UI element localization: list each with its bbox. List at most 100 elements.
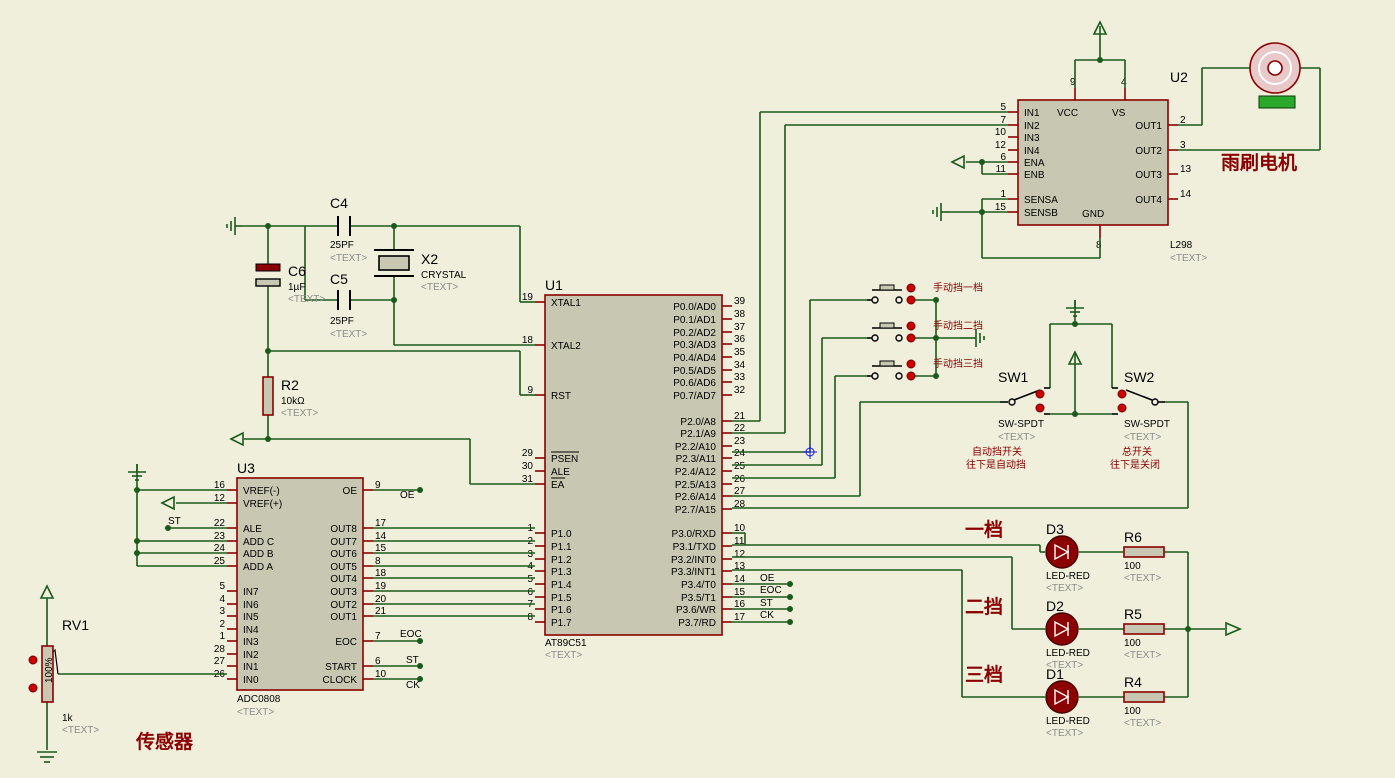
u1-pin-label: P0.5/AD5 — [673, 366, 716, 377]
u1-pin-label: P2.1/A9 — [680, 429, 716, 440]
crystal-x2[interactable]: X2 CRYSTAL <TEXT> — [374, 249, 467, 293]
u1-pin-label: RST — [551, 391, 571, 402]
u2-vcc-label: VCC — [1057, 108, 1078, 119]
u2-pin-label: ENA — [1024, 158, 1045, 169]
u3-pin-number: 17 — [375, 518, 387, 529]
u1-pin-label: P1.6 — [551, 605, 572, 616]
u1-right-pins: P0.0/AD039P0.1/AD138P0.2/AD237P0.3/AD336… — [671, 296, 746, 629]
u2-pin-label: SENSA — [1024, 195, 1058, 206]
u1-pin-label: P3.7/RD — [678, 618, 716, 629]
c4-ref: C4 — [330, 195, 348, 211]
u2-pin-label: OUT4 — [1135, 195, 1162, 206]
u1-text: <TEXT> — [545, 650, 582, 661]
u1-pin-number: 5 — [527, 574, 533, 585]
u2-pin-number: 11 — [996, 164, 1007, 175]
u3-pin-number: 4 — [219, 594, 225, 605]
net-ck-mcu: CK — [760, 610, 774, 621]
u3-pin-label: IN6 — [243, 600, 259, 611]
switch-sw1[interactable]: SW1 SW-SPDT <TEXT> 自动挡开关 往下是自动挡 — [966, 369, 1050, 471]
u1-pin-label: P3.3/INT1 — [671, 567, 716, 578]
led-ref: D1 — [1046, 666, 1064, 682]
u1-pin-number: 10 — [734, 523, 746, 534]
capacitor-c6[interactable]: C6 1µF <TEXT> — [255, 263, 325, 305]
u3-pin-label: ADD C — [243, 537, 274, 548]
power-arrow-icon — [39, 584, 55, 599]
u3-adc[interactable]: U3 ADC0808 <TEXT> VREF(-)16VREF(+)12ALE2… — [214, 460, 387, 718]
u3-pin-number: 16 — [214, 480, 226, 491]
sw2-text: <TEXT> — [1124, 432, 1161, 443]
led-text: <TEXT> — [1046, 660, 1083, 671]
u2-pin-number: 7 — [1000, 115, 1006, 126]
u3-pin-label: ALE — [243, 524, 262, 535]
push-button-3[interactable]: 手动挡三挡 — [867, 357, 983, 381]
u3-pin-label: OUT2 — [330, 600, 357, 611]
u2-pin-number: 5 — [1000, 102, 1006, 113]
capacitor-c5[interactable]: C5 25PF <TEXT> — [330, 271, 367, 340]
sw1-val: SW-SPDT — [998, 419, 1044, 430]
resistor-val: 100 — [1124, 561, 1141, 572]
u1-pin-label: P2.2/A10 — [675, 442, 717, 453]
u3-pin-label: IN3 — [243, 637, 259, 648]
u2-pin-number: 14 — [1180, 189, 1192, 200]
u1-pin-label: XTAL1 — [551, 298, 581, 309]
push-button-2[interactable]: 手动挡二挡 — [867, 319, 983, 343]
sw1-ref: SW1 — [998, 369, 1029, 385]
u3-pin-number: 3 — [219, 606, 225, 617]
net-st-mcu: ST — [760, 598, 773, 609]
motor-icon[interactable] — [1249, 42, 1301, 109]
u1-pin-number: 14 — [734, 574, 746, 585]
u1-pin-label: P1.1 — [551, 542, 572, 553]
rv1-ref: RV1 — [62, 617, 89, 633]
c4-text: <TEXT> — [330, 253, 367, 264]
u2-pin-number: 13 — [1180, 164, 1192, 175]
u3-pin-label: IN2 — [243, 650, 259, 661]
u2-pin-number: 1 — [1000, 189, 1006, 200]
u3-pin-number: 23 — [214, 531, 226, 542]
u1-pin-number: 24 — [734, 448, 746, 459]
u1-pin-label: PSEN — [551, 454, 578, 465]
u1-pin-number: 28 — [734, 499, 746, 510]
u2-motor-driver[interactable]: U2 L298 <TEXT> IN15IN27IN310IN412ENA6ENB… — [995, 69, 1208, 264]
u3-pin-label: VREF(-) — [243, 486, 280, 497]
u1-pin-number: 15 — [734, 587, 746, 598]
u1-pin-number: 29 — [522, 448, 534, 459]
led-gear-label: 二挡 — [965, 596, 1003, 618]
u3-pin-number: 1 — [219, 631, 225, 642]
led-ref: D3 — [1046, 521, 1064, 537]
capacitor-c4[interactable]: C4 25PF <TEXT> — [330, 195, 367, 264]
u3-pin-label: IN7 — [243, 587, 259, 598]
u1-microcontroller[interactable]: U1 AT89C51 <TEXT> XTAL119XTAL218RST9PSEN… — [522, 277, 746, 661]
u1-pin-number: 26 — [734, 474, 746, 485]
u1-pin-number: 36 — [734, 334, 746, 345]
led-text: <TEXT> — [1046, 583, 1083, 594]
u3-pin-number: 5 — [219, 581, 225, 592]
net-ck-adc: CK — [406, 680, 420, 691]
resistor-ref: R5 — [1124, 606, 1142, 622]
u3-pin-label: OUT6 — [330, 549, 357, 560]
u1-pin-label: P2.4/A12 — [675, 467, 717, 478]
sw2-val: SW-SPDT — [1124, 419, 1170, 430]
led-val: LED-RED — [1046, 716, 1090, 727]
u1-pin-label: P0.1/AD1 — [673, 315, 716, 326]
u3-pin-number: 9 — [375, 480, 381, 491]
u1-ref: U1 — [545, 277, 563, 293]
u3-pin-label: OUT7 — [330, 537, 357, 548]
switch-sw2[interactable]: SW2 SW-SPDT <TEXT> 总开关 往下是关闭 — [1110, 369, 1170, 471]
u2-pin-label: IN3 — [1024, 133, 1040, 144]
resistor-r2[interactable]: R2 10kΩ <TEXT> — [262, 376, 318, 419]
push-button-1[interactable]: 手动挡一档 — [867, 281, 983, 305]
u1-pin-label: P3.2/INT0 — [671, 555, 716, 566]
push-button-label: 手动挡二挡 — [933, 319, 983, 332]
potentiometer-rv1[interactable]: 100% RV1 1k <TEXT> — [28, 584, 99, 763]
u1-pin-number: 25 — [734, 461, 746, 472]
u1-pin-number: 35 — [734, 347, 746, 358]
